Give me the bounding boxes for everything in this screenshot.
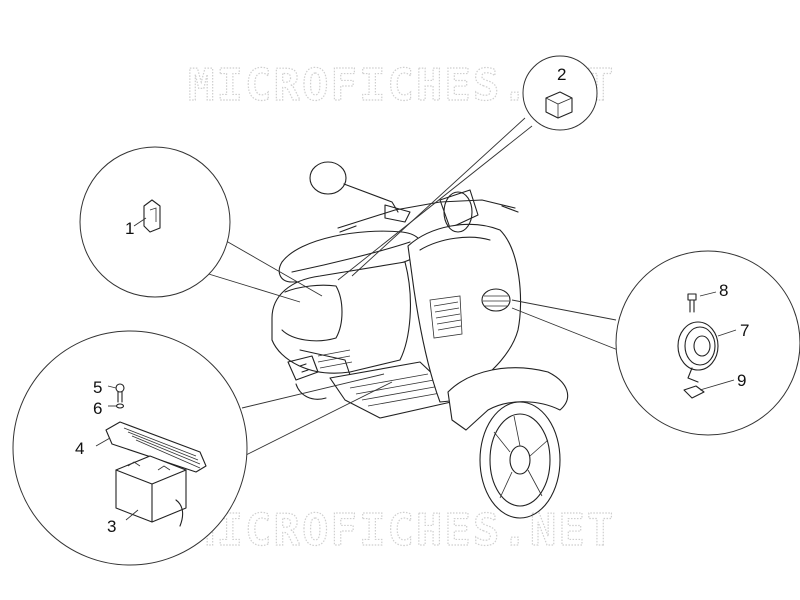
part-2-flasher-relay (545, 91, 573, 119)
front-fender (447, 367, 569, 431)
left-mirror (309, 161, 347, 195)
headset (439, 189, 479, 229)
rear-body (271, 261, 411, 374)
floorboard (329, 361, 461, 419)
part-label-3: 3 (107, 517, 116, 536)
horn-grille (481, 288, 511, 312)
part-7-horn (677, 321, 719, 371)
callout-3: 5 6 4 3 (12, 330, 393, 566)
part-label-5: 5 (93, 378, 102, 397)
headlight (443, 191, 473, 233)
callout-1: 1 (79, 146, 323, 303)
part-label-2: 2 (557, 65, 566, 84)
part-6-washer (115, 403, 125, 409)
watermark-bottom: MICROFICHES.NET (188, 505, 615, 556)
front-wheel (479, 401, 561, 519)
part-label-1: 1 (125, 219, 134, 238)
front-leg-shield (407, 223, 522, 403)
handlebar (337, 199, 516, 229)
part-label-8: 8 (719, 281, 728, 300)
part-1-relay-bracket (143, 199, 161, 233)
part-8-screw (687, 293, 697, 313)
part-label-7: 7 (740, 321, 749, 340)
part-label-9: 9 (737, 371, 746, 390)
part-label-4: 4 (75, 439, 84, 458)
callout-7-8-9: 8 7 9 (511, 250, 800, 436)
part-label-6: 6 (93, 399, 102, 418)
callout-2: 2 (337, 55, 598, 281)
part-9-bracket-nut (683, 385, 705, 399)
part-3-battery (115, 455, 187, 523)
